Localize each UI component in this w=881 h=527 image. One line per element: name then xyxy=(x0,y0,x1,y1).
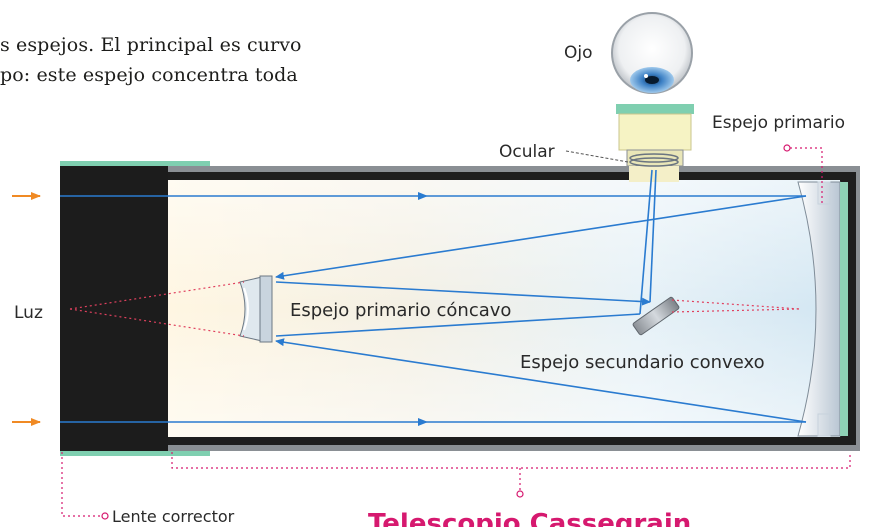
intro-text-line-2: po: este espejo concentra toda xyxy=(0,64,298,86)
label-light: Luz xyxy=(14,303,43,323)
eye-illustration xyxy=(611,12,693,94)
light-rays xyxy=(60,169,807,426)
diagonal-mirror xyxy=(632,296,680,336)
secondary-mirror xyxy=(239,275,273,343)
label-eye: Ojo xyxy=(564,43,593,63)
label-corrector-lens: Lente corrector xyxy=(112,507,235,526)
label-eyepiece: Ocular xyxy=(499,142,555,162)
corrector-lens xyxy=(60,161,210,456)
primary-mirror xyxy=(797,181,848,437)
label-convex-secondary-mirror: Espejo secundario convexo xyxy=(520,352,765,373)
label-primary-mirror: Espejo primario xyxy=(712,113,845,133)
leader-lines xyxy=(61,144,851,520)
incoming-light-arrows xyxy=(12,192,41,426)
diagram-title: Telescopio Cassegrain xyxy=(368,509,691,527)
intro-text-line-1: s espejos. El principal es curvo xyxy=(0,34,302,56)
eyepiece xyxy=(616,104,694,182)
label-concave-primary-mirror: Espejo primario cóncavo xyxy=(290,300,511,321)
telescope-tube xyxy=(160,166,860,451)
focal-rays-dotted xyxy=(69,281,801,337)
